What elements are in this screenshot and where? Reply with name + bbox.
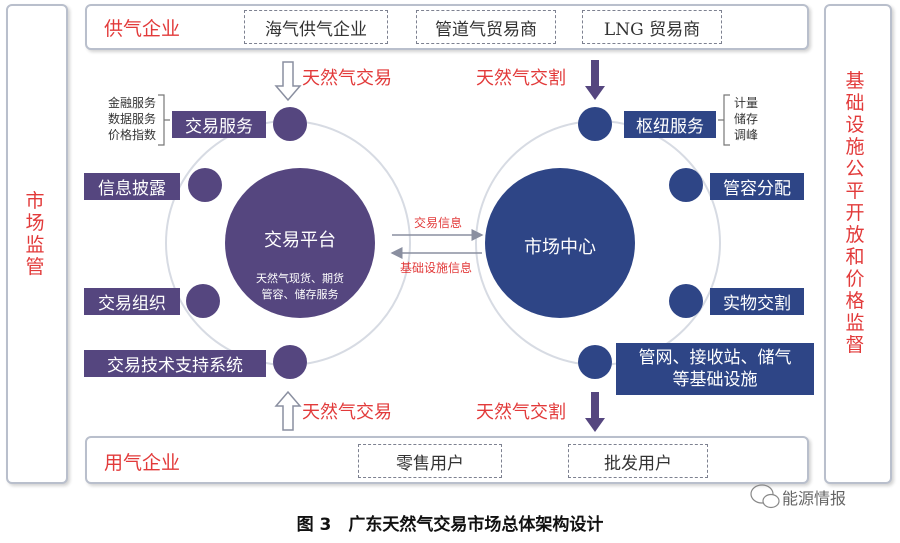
node-trade-service bbox=[273, 107, 307, 141]
right-node-label-physical-delivery: 实物交割 bbox=[710, 288, 804, 315]
node-info-disclosure bbox=[188, 168, 222, 202]
supply-box-sea-gas: 海气供气企业 bbox=[244, 10, 388, 44]
watermark-text: 能源情报 bbox=[782, 489, 847, 508]
left-node-label-trade-tech-system: 交易技术支持系统 bbox=[84, 350, 266, 377]
node-hub-service bbox=[578, 107, 612, 141]
demand-box-retail: 零售用户 bbox=[358, 444, 502, 478]
left-node-label-trade-organization: 交易组织 bbox=[84, 288, 180, 315]
right-service-storage: 储存 bbox=[734, 112, 759, 126]
supply-box-lng-trader: LNG 贸易商 bbox=[582, 10, 722, 44]
left-side-frame bbox=[6, 4, 68, 484]
flow-bottom-right-label: 天然气交割 bbox=[476, 402, 566, 423]
platform-circle bbox=[225, 168, 375, 318]
right-services-bracket bbox=[718, 94, 730, 146]
flow-top-left-label: 天然气交易 bbox=[302, 68, 392, 89]
left-services-bracket bbox=[158, 94, 170, 146]
left-service-data: 数据服务 bbox=[107, 112, 156, 126]
left-node-label-trade-service: 交易服务 bbox=[172, 111, 266, 138]
left-node-label-info-disclosure: 信息披露 bbox=[84, 173, 180, 200]
left-service-finance: 金融服务 bbox=[107, 96, 156, 110]
right-side-label: 基础设施公平开放和价格监督 bbox=[843, 70, 867, 356]
right-side-text: 基础设施公平开放和价格监督 bbox=[845, 70, 865, 356]
left-side-text: 市场监管 bbox=[25, 190, 45, 278]
right-service-peak-shaving: 调峰 bbox=[734, 128, 759, 142]
flow-arrow-bottom-left bbox=[274, 390, 302, 431]
flow-arrow-bottom-right bbox=[585, 392, 605, 432]
node-trade-organization bbox=[186, 284, 220, 318]
right-services: 计量 储存 调峰 bbox=[734, 95, 784, 143]
node-trade-tech-system bbox=[273, 345, 307, 379]
right-node-label-capacity-allocation: 管容分配 bbox=[710, 173, 804, 200]
flow-bottom-left-label: 天然气交易 bbox=[302, 402, 392, 423]
node-capacity-allocation bbox=[669, 168, 703, 202]
platform-desc-2: 管容、储存服务 bbox=[261, 288, 339, 301]
link-backward-label: 基础设施信息 bbox=[400, 261, 473, 275]
platform-title: 交易平台 bbox=[264, 230, 336, 251]
supply-box-pipeline-trader: 管道气贸易商 bbox=[416, 10, 556, 44]
right-node-label-infrastructure: 管网、接收站、储气 等基础设施 bbox=[616, 343, 814, 395]
right-side-frame bbox=[824, 4, 892, 484]
left-services: 金融服务 数据服务 价格指数 bbox=[82, 95, 156, 143]
platform-desc-1: 天然气现货、期货 bbox=[256, 272, 344, 285]
center-title: 市场中心 bbox=[524, 237, 596, 258]
figure-caption: 图 3 广东天然气交易市场总体架构设计 bbox=[296, 515, 604, 535]
node-physical-delivery bbox=[669, 284, 703, 318]
node-infrastructure bbox=[578, 345, 612, 379]
demand-label: 用气企业 bbox=[104, 452, 181, 474]
infrastructure-line-1: 管网、接收站、储气 bbox=[638, 348, 792, 368]
link-forward-label: 交易信息 bbox=[414, 216, 463, 230]
left-service-price-index: 价格指数 bbox=[107, 128, 156, 142]
infrastructure-line-2: 等基础设施 bbox=[672, 370, 758, 390]
wechat-icon bbox=[750, 484, 774, 504]
flow-arrow-top-left bbox=[274, 61, 302, 102]
flow-arrow-top-right bbox=[585, 60, 605, 100]
right-service-metering: 计量 bbox=[734, 96, 759, 110]
left-side-label: 市场监管 bbox=[23, 190, 47, 278]
demand-box-wholesale: 批发用户 bbox=[568, 444, 708, 478]
flow-top-right-label: 天然气交割 bbox=[476, 68, 566, 89]
right-node-label-hub-service: 枢纽服务 bbox=[624, 111, 716, 138]
center-circle bbox=[485, 168, 635, 318]
supply-label: 供气企业 bbox=[104, 18, 181, 40]
